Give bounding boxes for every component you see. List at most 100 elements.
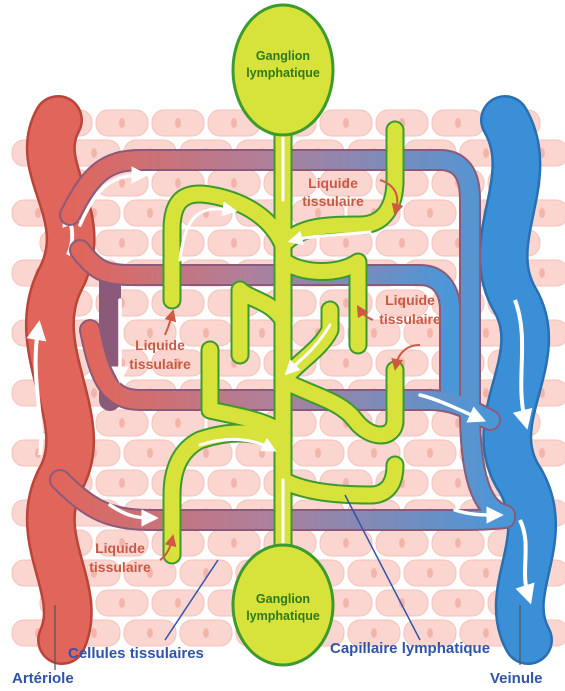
cell-nucleus: [175, 598, 181, 608]
cell-nucleus: [119, 418, 125, 428]
cell-nucleus: [119, 598, 125, 608]
tissue-cells-label: Cellules tissulaires: [68, 645, 204, 662]
cell-nucleus: [427, 448, 433, 458]
cell-nucleus: [147, 628, 153, 638]
cell-nucleus: [119, 238, 125, 248]
cell-nucleus: [147, 328, 153, 338]
cell-nucleus: [539, 268, 545, 278]
cell-nucleus: [455, 118, 461, 128]
cell-nucleus: [399, 598, 405, 608]
svg-text:tissulaire: tissulaire: [379, 311, 441, 327]
arrow-icon: [159, 534, 177, 561]
cell-nucleus: [231, 238, 237, 248]
svg-text:Liquide: Liquide: [95, 540, 145, 556]
cell-nucleus: [119, 538, 125, 548]
cell-nucleus: [203, 328, 209, 338]
cell-nucleus: [343, 298, 349, 308]
cell-nucleus: [343, 238, 349, 248]
cell-nucleus: [147, 448, 153, 458]
cell-nucleus: [315, 208, 321, 218]
cell-nucleus: [343, 538, 349, 548]
svg-text:Liquide: Liquide: [135, 337, 185, 353]
cell-nucleus: [427, 328, 433, 338]
cell-nucleus: [259, 448, 265, 458]
cell-nucleus: [91, 568, 97, 578]
cell-nucleus: [371, 328, 377, 338]
svg-text:tissulaire: tissulaire: [89, 559, 151, 575]
cell-nucleus: [399, 238, 405, 248]
cell-nucleus: [343, 598, 349, 608]
lymph-node-top: Ganglion lymphatique: [231, 3, 335, 137]
cell-nucleus: [455, 598, 461, 608]
svg-text:tissulaire: tissulaire: [302, 193, 364, 209]
cell-nucleus: [35, 208, 41, 218]
lymph-node-top-label-2: lymphatique: [246, 66, 320, 80]
cell-nucleus: [427, 628, 433, 638]
cell-nucleus: [343, 178, 349, 188]
cell-nucleus: [427, 208, 433, 218]
cell-nucleus: [147, 208, 153, 218]
cell-nucleus: [203, 448, 209, 458]
cell-nucleus: [259, 328, 265, 338]
lymph-capillary-label: Capillaire lymphatique: [330, 640, 490, 657]
cell-nucleus: [399, 298, 405, 308]
lymph-node-bottom: Ganglion lymphatique: [231, 543, 335, 667]
cell-nucleus: [539, 448, 545, 458]
capillary-pointer: [344, 494, 421, 641]
cell-nucleus: [455, 538, 461, 548]
cell-nucleus: [371, 568, 377, 578]
svg-text:Liquide: Liquide: [385, 292, 435, 308]
arrow-icon: [379, 179, 404, 216]
cell-nucleus: [399, 538, 405, 548]
cell-nucleus: [483, 148, 489, 158]
cell-nucleus: [119, 118, 125, 128]
arrow-icon: [356, 304, 374, 321]
cell-nucleus: [203, 568, 209, 578]
cell-nucleus: [175, 178, 181, 188]
arteriole-label: Artériole: [12, 670, 74, 687]
cell-nucleus: [91, 388, 97, 398]
cell-nucleus: [231, 118, 237, 128]
cell-nucleus: [91, 148, 97, 158]
cell-nucleus: [91, 628, 97, 638]
cell-nucleus: [371, 628, 377, 638]
fluid-label-middle-left: Liquide tissulaire: [129, 309, 191, 372]
lymph-node-bottom-label-1: Ganglion: [256, 592, 310, 606]
arrow-icon: [164, 309, 177, 336]
svg-text:tissulaire: tissulaire: [129, 356, 191, 372]
cell-nucleus: [343, 118, 349, 128]
fluid-label-bottom-left: Liquide tissulaire: [89, 534, 177, 575]
cell-nucleus: [231, 538, 237, 548]
venule-vessel: [478, 95, 558, 665]
fluid-label-top-right: Liquide tissulaire: [302, 175, 404, 216]
cell-nucleus: [231, 478, 237, 488]
lymphatic-capillaries: [162, 100, 405, 580]
cell-nucleus: [483, 628, 489, 638]
cell-nucleus: [483, 568, 489, 578]
cells-pointer: [164, 559, 219, 641]
cell-nucleus: [427, 568, 433, 578]
cell-nucleus: [343, 358, 349, 368]
venule-label: Veinule: [490, 670, 543, 687]
lymph-node-bottom-label-2: lymphatique: [246, 609, 320, 623]
cell-nucleus: [371, 448, 377, 458]
fluid-label-middle-right: Liquide tissulaire: [356, 292, 441, 371]
blood-capillaries: [49, 149, 516, 531]
cell-nucleus: [231, 178, 237, 188]
cell-nucleus: [455, 478, 461, 488]
cell-nucleus: [119, 178, 125, 188]
arrow-icon: [391, 344, 421, 371]
cell-nucleus: [203, 628, 209, 638]
cell-nucleus: [539, 208, 545, 218]
cell-nucleus: [315, 448, 321, 458]
cell-nucleus: [483, 388, 489, 398]
cell-nucleus: [175, 118, 181, 128]
cell-nucleus: [147, 568, 153, 578]
cell-nucleus: [483, 328, 489, 338]
lymph-node-top-label-1: Ganglion: [256, 49, 310, 63]
cell-nucleus: [119, 478, 125, 488]
svg-text:Liquide: Liquide: [308, 175, 358, 191]
cell-nucleus: [175, 418, 181, 428]
cell-nucleus: [175, 358, 181, 368]
